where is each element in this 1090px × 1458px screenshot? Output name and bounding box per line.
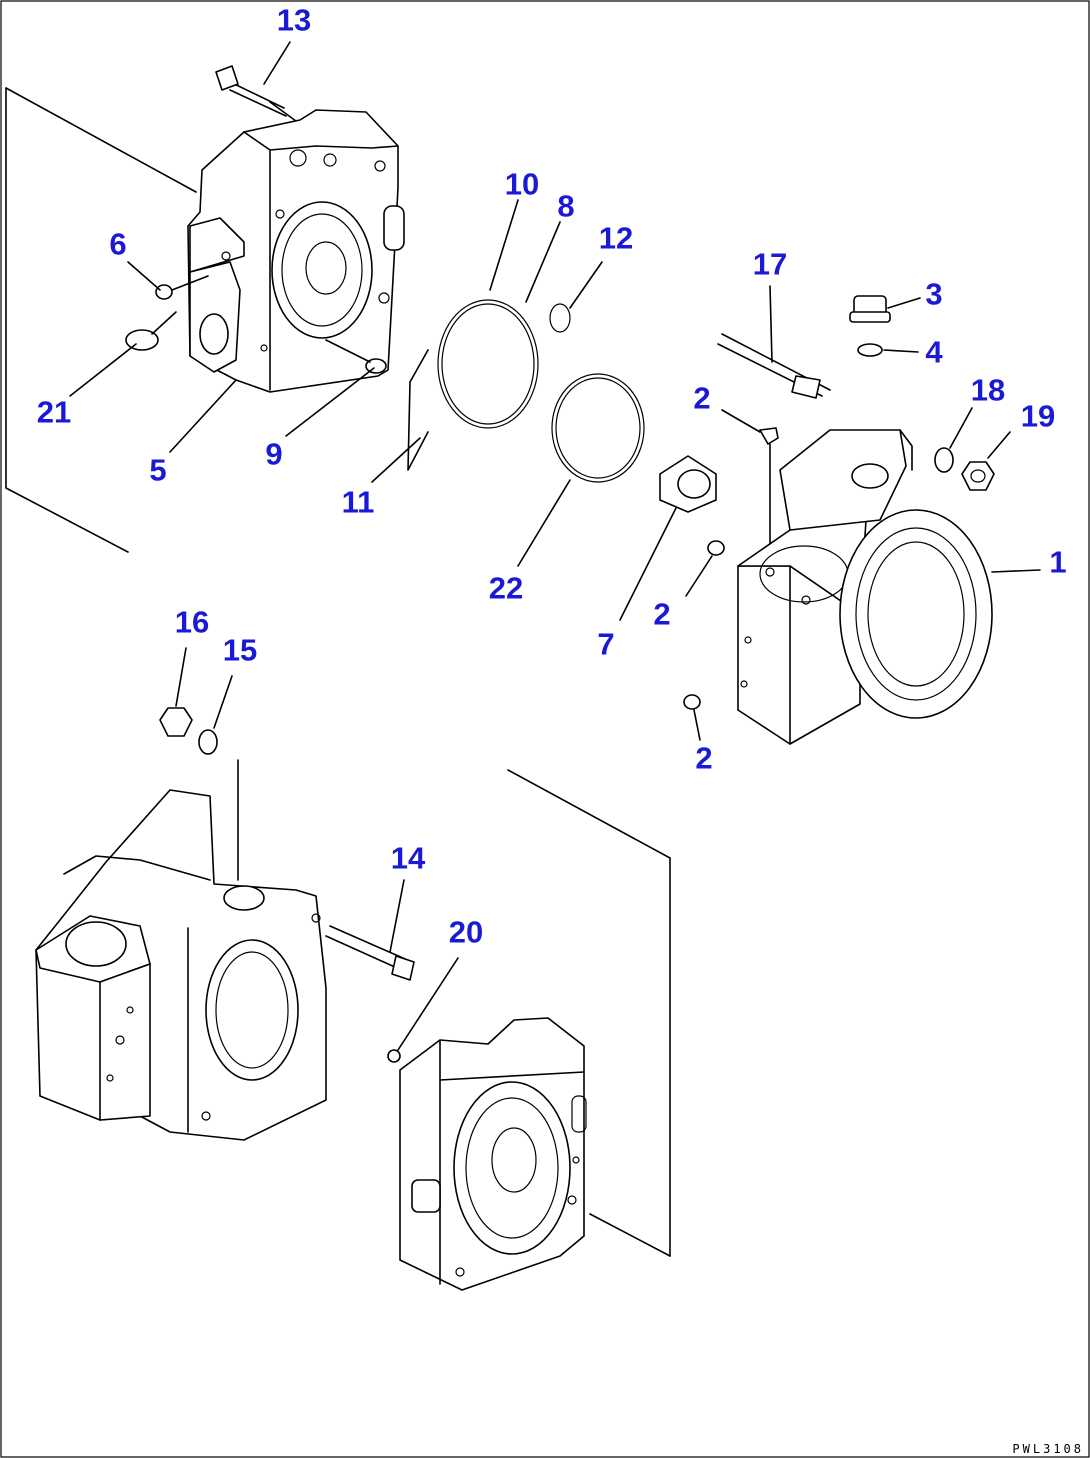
washer-part-18 [934, 447, 954, 473]
callout-7[interactable]: 7 [597, 626, 615, 662]
o-ring-part-12 [549, 303, 571, 333]
lower-plane-lines [507, 769, 671, 1257]
plug-part-3 [849, 295, 891, 323]
nut-part-19 [961, 461, 995, 491]
bushing-part-7 [659, 455, 717, 513]
callout-4[interactable]: 4 [925, 334, 943, 370]
case-part-1 [737, 429, 1041, 745]
washer-part-4 [857, 343, 883, 357]
pin-part-17 [717, 333, 831, 399]
o-ring-part-22 [551, 373, 645, 483]
end-cover-part-5 [187, 109, 405, 393]
callout-1[interactable]: 1 [1049, 544, 1067, 580]
screws-part-2 [683, 427, 779, 710]
callout-9[interactable]: 9 [265, 436, 283, 472]
callout-18[interactable]: 18 [970, 372, 1006, 408]
lower-end-cover [387, 1017, 587, 1291]
callout-2c[interactable]: 2 [695, 740, 713, 776]
callout-22[interactable]: 22 [488, 570, 524, 606]
callout-20[interactable]: 20 [448, 914, 484, 950]
callout-14[interactable]: 14 [390, 840, 426, 876]
plug-part-6 [155, 275, 209, 300]
leader-lines [69, 41, 1011, 1051]
callout-12[interactable]: 12 [598, 220, 634, 256]
washer-part-15 [198, 729, 218, 755]
callout-11[interactable]: 11 [341, 484, 375, 520]
drawing-code: PWL3108 [1012, 1442, 1084, 1456]
gasket-part-11 [407, 349, 429, 471]
callout-2a[interactable]: 2 [693, 380, 711, 416]
callout-6[interactable]: 6 [109, 226, 127, 262]
lower-housing [35, 759, 327, 1141]
callout-21[interactable]: 21 [36, 394, 72, 430]
o-ring-part-21 [125, 311, 177, 351]
callout-10[interactable]: 10 [504, 166, 540, 202]
callout-15[interactable]: 15 [222, 632, 258, 668]
callout-5[interactable]: 5 [149, 452, 167, 488]
callout-19[interactable]: 19 [1020, 398, 1056, 434]
callout-2b[interactable]: 2 [653, 596, 671, 632]
nut-part-16 [159, 707, 193, 737]
callout-13[interactable]: 13 [276, 2, 312, 38]
callout-3[interactable]: 3 [925, 276, 943, 312]
callout-16[interactable]: 16 [174, 604, 210, 640]
callout-8[interactable]: 8 [557, 188, 575, 224]
bolt-part-13 [215, 65, 287, 117]
callout-17[interactable]: 17 [752, 246, 788, 282]
o-ring-part-8 [437, 299, 539, 429]
stud-part-14 [325, 925, 415, 981]
